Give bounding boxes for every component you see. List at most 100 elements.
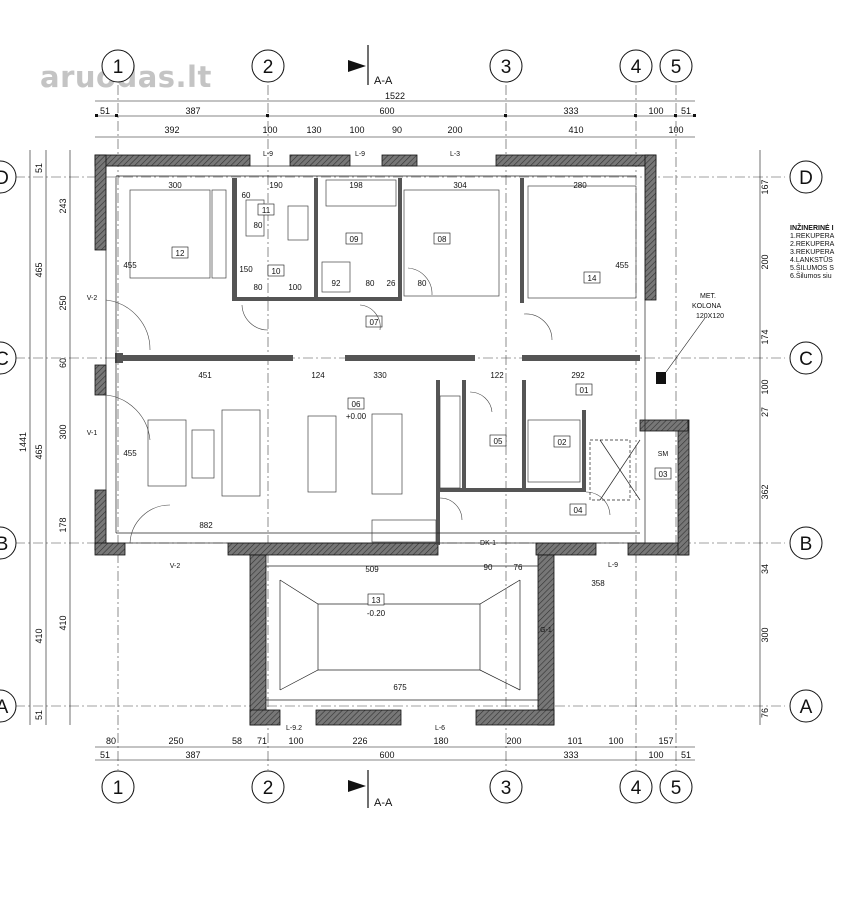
- room-04: 04: [574, 506, 583, 515]
- dim-right-6: 34: [760, 564, 770, 574]
- dim-top1-2: 600: [379, 106, 394, 116]
- section-label-bottom: A-A: [374, 797, 393, 809]
- grid-label-b-right: B: [800, 534, 813, 555]
- grid-label-5-top: 5: [671, 57, 682, 78]
- dim-top2-7: 100: [668, 125, 683, 135]
- room-14: 14: [588, 274, 597, 283]
- section-marker-top: A-A: [348, 45, 393, 87]
- dim-top2-0: 392: [164, 125, 179, 135]
- legend-item-5: 5.ŠILUMOS S: [790, 263, 834, 272]
- room-06: 06: [352, 400, 361, 409]
- room-05: 05: [494, 437, 503, 446]
- room-03: 03: [659, 470, 668, 479]
- grid-label-4-bottom: 4: [631, 778, 642, 799]
- dim-left1-1: 465: [34, 262, 44, 277]
- inner-dim: 122: [490, 371, 504, 380]
- grid-label-2-top: 2: [263, 57, 274, 78]
- dim-left2-0: 243: [58, 198, 68, 213]
- dim-bottom1-1: 250: [168, 736, 183, 746]
- dim-right-8: 76: [760, 708, 770, 718]
- dim-left1-4: 51: [34, 710, 44, 720]
- inner-dim: 509: [365, 565, 379, 574]
- dim-bottom2-2: 600: [379, 750, 394, 760]
- column-label-1: MET.: [700, 293, 716, 300]
- room-01: 01: [580, 386, 589, 395]
- interior-walls: [115, 178, 640, 545]
- grid-label-d-right: D: [799, 168, 813, 189]
- dim-right-0: 167: [760, 179, 770, 194]
- dim-right-5: 362: [760, 484, 770, 499]
- grid-label-3-bottom: 3: [501, 778, 512, 799]
- inner-dim: 198: [349, 181, 363, 190]
- column-label-2: KOLONA: [692, 303, 722, 310]
- dim-left2-3: 300: [58, 424, 68, 439]
- exterior-walls: [94, 154, 690, 726]
- inner-dim: 292: [571, 371, 585, 380]
- inner-dim: 280: [573, 181, 587, 190]
- dim-left1-3: 410: [34, 628, 44, 643]
- room-12: 12: [176, 249, 185, 258]
- inner-dim: 26: [387, 279, 396, 288]
- code-label: L-3: [450, 151, 460, 158]
- dim-right-7: 300: [760, 627, 770, 642]
- dim-right-2: 174: [760, 329, 770, 344]
- dim-bottom2-0: 51: [100, 750, 110, 760]
- code-label: L-9: [608, 562, 618, 569]
- dim-overall-width: 1522: [385, 91, 405, 101]
- inner-dim: 100: [288, 283, 302, 292]
- dim-left2-1: 250: [58, 295, 68, 310]
- grid-bubbles-top: [0, 49, 823, 804]
- grid-label-5-bottom: 5: [671, 778, 682, 799]
- inner-dim: 675: [393, 683, 407, 692]
- legend-item-1: 1.REKUPERA: [790, 233, 835, 240]
- legend-item-6: 6.Šilumos siu: [790, 271, 832, 280]
- inner-dim: 90: [484, 563, 493, 572]
- grid-label-b-left: B: [0, 534, 8, 555]
- code-label: V-2: [170, 563, 181, 570]
- dim-top2-4: 90: [392, 125, 402, 135]
- inner-dim: 124: [311, 371, 325, 380]
- dim-top2-6: 410: [568, 125, 583, 135]
- room-02: 02: [558, 438, 567, 447]
- code-label: V-2: [87, 295, 98, 302]
- grid-label-2-bottom: 2: [263, 778, 274, 799]
- dim-top1-5: 51: [681, 106, 691, 116]
- dim-top2-2: 130: [306, 125, 321, 135]
- inner-dim: 80: [366, 279, 375, 288]
- dim-bottom2-5: 51: [681, 750, 691, 760]
- room-13-elevation: -0.20: [367, 609, 386, 618]
- dim-top2-1: 100: [262, 125, 277, 135]
- grid-label-3-top: 3: [501, 57, 512, 78]
- legend-item-3: 3.REKUPERA: [790, 249, 835, 256]
- outline-lines: [105, 165, 646, 701]
- dim-top1-1: 387: [185, 106, 200, 116]
- dim-bottom2-3: 333: [563, 750, 578, 760]
- inner-dim: 190: [269, 181, 283, 190]
- dim-left1-2: 465: [34, 444, 44, 459]
- code-label: SM: [658, 451, 669, 458]
- room-10: 10: [272, 267, 281, 276]
- grid-label-1-top: 1: [113, 57, 124, 78]
- code-label: L-9: [355, 151, 365, 158]
- dim-right-4: 27: [760, 407, 770, 417]
- code-label: V-1: [87, 430, 98, 437]
- inner-dim: 60: [242, 191, 251, 200]
- dim-bottom1-10: 157: [658, 736, 673, 746]
- grid-label-1-bottom: 1: [113, 778, 124, 799]
- dim-left-overall: 1441: [18, 432, 28, 452]
- inner-dim: 80: [254, 221, 263, 230]
- inner-dim: 455: [123, 449, 137, 458]
- dim-top2-3: 100: [349, 125, 364, 135]
- dim-bottom1-4: 100: [288, 736, 303, 746]
- inner-dim: 150: [239, 265, 253, 274]
- engineering-legend: INŽINERINĖ I 1.REKUPERA 2.REKUPERA 3.REK…: [790, 223, 835, 280]
- section-marker-bottom: A-A: [348, 770, 393, 809]
- inner-dim: 882: [199, 521, 213, 530]
- furniture: [129, 179, 637, 543]
- dim-bottom1-2: 58: [232, 736, 242, 746]
- room-08: 08: [438, 235, 447, 244]
- dim-left2-2: 60: [58, 358, 68, 368]
- dim-bottom1-6: 180: [433, 736, 448, 746]
- code-label: L-9.2: [286, 725, 302, 732]
- legend-title: INŽINERINĖ I: [790, 223, 834, 232]
